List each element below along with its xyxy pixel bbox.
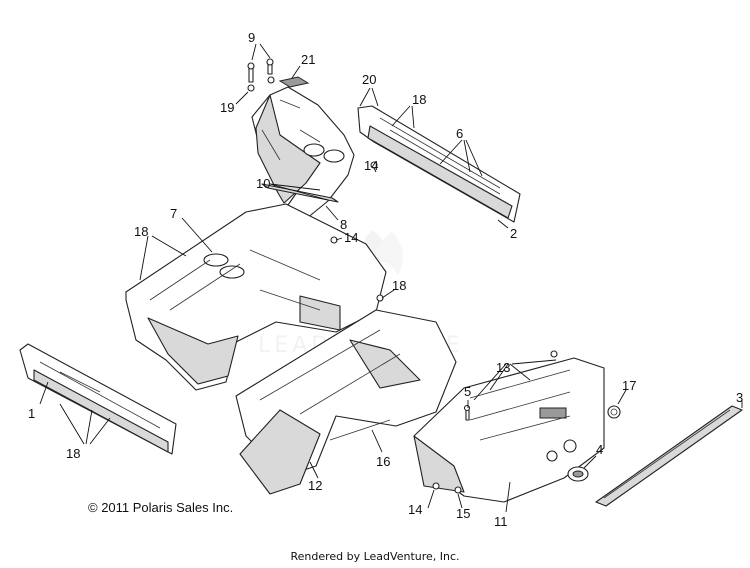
callout-2: 2 (510, 226, 517, 241)
callout-7: 7 (170, 206, 177, 221)
part-9-screws (247, 58, 275, 92)
callout-10: 10 (256, 176, 270, 191)
callout-12: 12 (308, 478, 322, 493)
copyright-notice: © 2011 Polaris Sales Inc. (88, 500, 234, 515)
part-21-pad (278, 76, 310, 88)
part-7-floor (125, 203, 387, 391)
callout-11: 11 (494, 514, 508, 529)
rendered-by-footer: Rendered by LeadVenture, Inc. (290, 550, 460, 563)
callout-18-left: 18 (134, 224, 148, 239)
callout-3: 3 (736, 390, 743, 405)
callout-14-mid: 14 (344, 230, 358, 245)
callout-21: 21 (301, 52, 315, 67)
leader-lines (39, 43, 743, 513)
callout-18-bottom: 18 (66, 446, 80, 461)
callout-20: 20 (362, 72, 376, 87)
callout-6: 6 (456, 126, 463, 141)
callout-9: 9 (248, 30, 255, 45)
callout-14-bottom: 14 (408, 502, 422, 517)
callout-1: 1 (28, 406, 35, 421)
callout-15: 15 (456, 506, 470, 521)
callout-17: 17 (622, 378, 636, 393)
callout-19: 19 (220, 100, 234, 115)
callout-14-top: 14 (364, 158, 378, 173)
part-8-center-console (251, 86, 355, 232)
callout-labels: 9 21 19 20 18 6 14 10 8 2 7 18 14 18 1 1… (28, 30, 743, 529)
part-11-dash-panel (413, 357, 605, 503)
callout-16: 16 (376, 454, 390, 469)
callout-18-top: 18 (412, 92, 426, 107)
callout-4: 4 (596, 442, 603, 457)
part-3-heat-shield (595, 405, 743, 507)
callout-5: 5 (464, 384, 471, 399)
part-2-side-panel (357, 105, 521, 223)
hardware-fasteners (330, 161, 558, 494)
part-4-grommet (567, 466, 589, 482)
part-12-rear-floor (235, 309, 457, 495)
part-17-plug (607, 405, 621, 419)
callout-8: 8 (340, 217, 347, 232)
part-1-side-panel (19, 343, 177, 455)
callout-13: 13 (496, 360, 510, 375)
callout-18-mid: 18 (392, 278, 406, 293)
